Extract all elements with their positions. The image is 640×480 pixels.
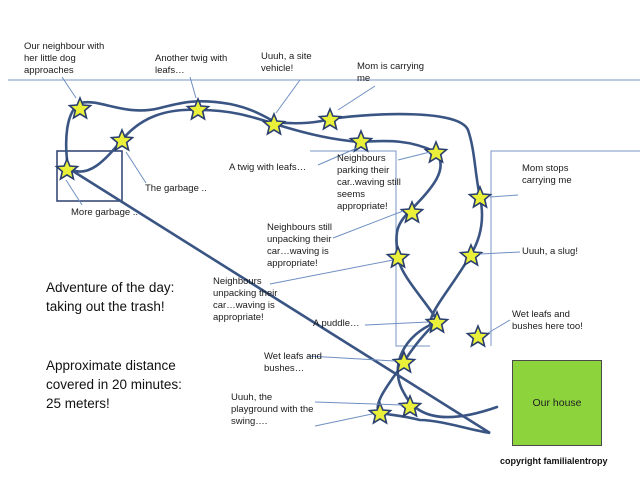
pointer-slug bbox=[479, 251, 521, 255]
pointer-playground bbox=[314, 401, 403, 406]
label-twig-leafs-top: Another twig with leafs… bbox=[155, 53, 228, 76]
star-puddle bbox=[424, 309, 450, 334]
copyright-text: copyright familialentropy bbox=[500, 456, 608, 466]
pointer-wet-leafs bbox=[307, 355, 396, 362]
label-neighbours-still: Neighbours still unpacking their car…wav… bbox=[267, 222, 332, 269]
star-unpacking bbox=[385, 244, 411, 269]
star-wet-leafs bbox=[391, 349, 417, 374]
pointer-twig-top bbox=[189, 76, 197, 99]
star-dog bbox=[67, 95, 93, 120]
label-neighbours-parking: Neighbours parking their car..waving sti… bbox=[337, 153, 401, 212]
label-more-garbage: More garbage .. bbox=[71, 207, 139, 218]
star-slug bbox=[458, 242, 484, 267]
distance-note: Approximate distance covered in 20 minut… bbox=[46, 358, 182, 411]
pointer-lines bbox=[61, 76, 521, 427]
star-still-unpacking bbox=[399, 199, 425, 224]
pointer-wet-leafs-too bbox=[487, 319, 511, 334]
label-neighbour-dog: Our neighbour with her little dog approa… bbox=[24, 41, 105, 76]
label-site-vehicle: Uuuh, a site vehicle! bbox=[261, 51, 312, 74]
pointer-parking bbox=[397, 151, 431, 161]
label-mom-stops: Mom stops carrying me bbox=[522, 163, 572, 186]
label-puddle: A puddle… bbox=[313, 318, 360, 329]
star-parking bbox=[423, 139, 449, 164]
star-mom-stops bbox=[467, 184, 493, 209]
pointer-more-garbage bbox=[65, 179, 83, 206]
star-twig-top bbox=[185, 96, 211, 121]
pointer-swing bbox=[314, 413, 373, 427]
waypoint-stars bbox=[54, 95, 493, 425]
star-wet-leafs-too bbox=[465, 323, 491, 348]
right-building-outline bbox=[490, 150, 640, 346]
label-twig-leafs: A twig with leafs… bbox=[229, 162, 307, 173]
pointer-unpacking bbox=[269, 259, 394, 285]
label-mom-carrying: Mom is carrying me bbox=[357, 61, 425, 84]
label-playground: Uuuh, the playground with the swing…. bbox=[231, 392, 314, 427]
pointer-still-unpacking bbox=[332, 210, 404, 239]
label-wet-leafs: Wet leafs and bushes… bbox=[264, 351, 322, 374]
pointer-puddle bbox=[364, 321, 429, 326]
label-slug: Uuuh, a slug! bbox=[522, 246, 578, 257]
pointer-twig bbox=[317, 147, 358, 166]
star-site-vehicle bbox=[261, 111, 287, 136]
star-swing bbox=[367, 400, 393, 425]
label-neighbours-unpacking: Neighbours unpacking their car…waving is… bbox=[213, 276, 278, 323]
star-twig bbox=[348, 128, 374, 153]
pointer-mom-carrying bbox=[337, 85, 376, 111]
our-house-label: Our house bbox=[532, 397, 582, 409]
pointer-dog bbox=[61, 76, 77, 99]
label-wet-leafs-too: Wet leafs and bushes here too! bbox=[512, 309, 583, 332]
adventure-title: Adventure of the day: taking out the tra… bbox=[46, 280, 175, 314]
star-garbage bbox=[109, 127, 135, 152]
pointer-mom-stops bbox=[489, 194, 519, 198]
garbage-box bbox=[56, 150, 123, 202]
label-garbage: The garbage .. bbox=[145, 183, 207, 194]
star-playground bbox=[397, 393, 423, 418]
star-more-garbage bbox=[54, 156, 80, 181]
star-mom-carrying bbox=[317, 106, 343, 131]
our-house: Our house bbox=[512, 360, 602, 446]
pointer-garbage bbox=[125, 151, 147, 184]
pointer-site-vehicle bbox=[275, 79, 301, 114]
